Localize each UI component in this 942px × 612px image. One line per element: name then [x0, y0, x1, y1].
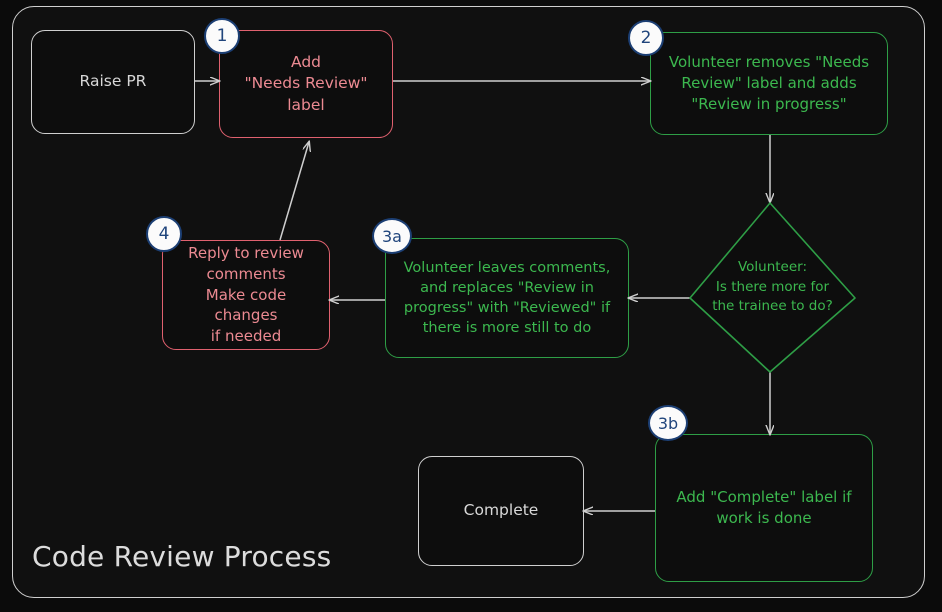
badge-step-3a: 3a	[372, 218, 412, 254]
node-add-complete[interactable]: Add "Complete" label if work is done	[655, 434, 873, 582]
badge-step-4-label: 4	[158, 224, 170, 244]
node-leaves-comments[interactable]: Volunteer leaves comments, and replaces …	[385, 238, 629, 358]
node-volunteer-removes-label: Volunteer removes "Needs Review" label a…	[668, 53, 870, 113]
badge-step-3a-label: 3a	[382, 226, 402, 246]
badge-step-2: 2	[628, 20, 664, 56]
node-add-label-label: Add "Needs Review" label	[244, 52, 368, 114]
node-volunteer-removes[interactable]: Volunteer removes "Needs Review" label a…	[650, 32, 888, 135]
node-raise-pr-label: Raise PR	[79, 72, 147, 91]
node-complete[interactable]: Complete	[418, 456, 584, 566]
node-add-complete-label: Add "Complete" label if work is done	[676, 488, 852, 527]
badge-step-1-label: 1	[216, 26, 228, 46]
node-raise-pr[interactable]: Raise PR	[31, 30, 195, 134]
badge-step-3b-label: 3b	[657, 413, 679, 433]
node-complete-label: Complete	[463, 501, 539, 520]
node-reply-review[interactable]: Reply to review comments Make code chang…	[162, 240, 330, 350]
badge-step-1: 1	[204, 18, 240, 54]
node-add-label[interactable]: Add "Needs Review" label	[219, 30, 393, 138]
node-decision[interactable]: Volunteer: Is there more for the trainee…	[690, 203, 855, 372]
node-leaves-comments-label: Volunteer leaves comments, and replaces …	[403, 260, 611, 336]
diagram-title: Code Review Process	[32, 540, 332, 573]
node-decision-label: Volunteer: Is there more for the trainee…	[712, 259, 833, 315]
badge-step-2-label: 2	[640, 28, 652, 48]
badge-step-4: 4	[146, 216, 182, 252]
node-reply-review-label: Reply to review comments Make code chang…	[188, 244, 304, 346]
badge-step-3b: 3b	[648, 405, 688, 441]
